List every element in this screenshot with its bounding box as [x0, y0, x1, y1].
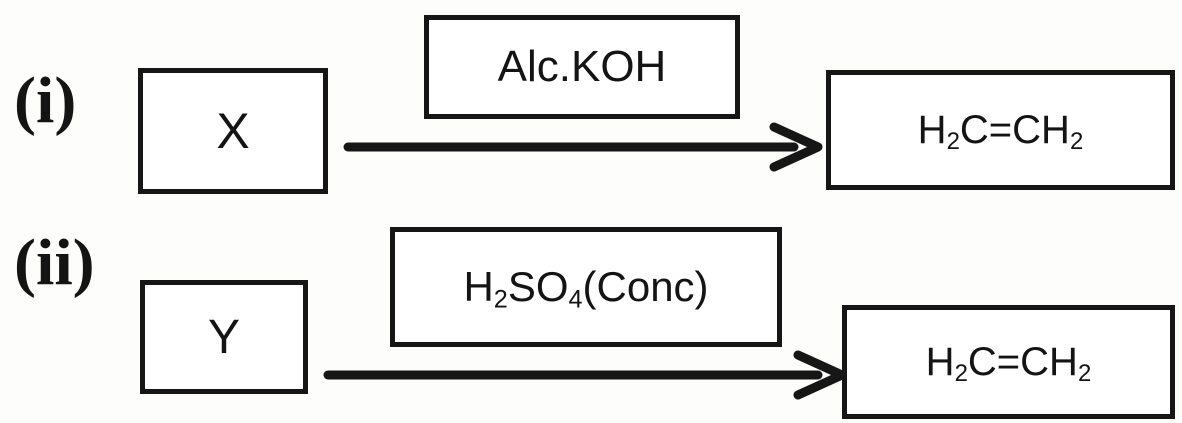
reactant-x-text: X	[216, 103, 250, 159]
reagent-1-text: Alc.KOH	[497, 42, 667, 91]
reactant-y-text: Y	[207, 310, 240, 364]
product-1-box: H2C=CH2	[826, 70, 1175, 190]
product-1-text: H2C=CH2	[917, 107, 1084, 155]
reactant-x-box: X	[138, 68, 328, 194]
reactant-y-box: Y	[140, 280, 308, 394]
reagent-2-box: H2SO4(Conc)	[390, 227, 782, 347]
reaction-2-label: (ii)	[14, 226, 95, 299]
reaction-1-arrow	[343, 122, 823, 172]
reagent-2-text: H2SO4(Conc)	[463, 263, 709, 314]
product-2-text: H2C=CH2	[925, 339, 1092, 387]
reaction-2-arrow	[323, 350, 847, 400]
reaction-1-label: (i)	[14, 64, 77, 137]
product-2-box: H2C=CH2	[842, 305, 1175, 419]
reagent-1-box: Alc.KOH	[424, 15, 740, 119]
